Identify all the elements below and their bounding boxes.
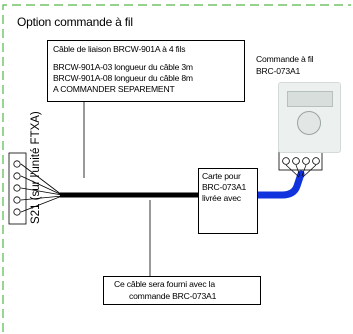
connector-pin — [13, 196, 21, 204]
note-line2: commande BRC-073A1 — [129, 291, 217, 301]
s21-connector-label: S21 (sur l'unité FTXA) — [30, 111, 42, 224]
controller-label: Commande à fil — [256, 54, 314, 64]
terminal-screw — [302, 157, 310, 165]
cable-supply-note: Ce câble sera fourni avec la commande BR… — [103, 276, 261, 305]
note-line1: Ce câble sera fourni avec la — [114, 279, 215, 289]
cable-heading: Câble de liaison BRCW-901A à 4 fils — [53, 44, 186, 54]
terminal-wires — [285, 164, 317, 178]
terminal-screw — [282, 157, 290, 165]
connector-pin — [13, 184, 21, 192]
card-label-line1: Carte pour — [202, 171, 241, 181]
card-label-line2: BRC-073A1 — [202, 182, 247, 192]
controller-screen — [287, 91, 333, 107]
terminal-screw — [312, 157, 320, 165]
fan-wires — [20, 163, 63, 213]
adapter-card-box: Carte pour BRC-073A1 livrée avec — [198, 168, 258, 234]
order-separately-note: A COMMANDER SEPAREMENT — [53, 84, 175, 94]
blue-cable — [252, 170, 305, 199]
controller-dial — [297, 111, 321, 135]
connector-pin — [13, 208, 21, 216]
cable-option-3m: BRCW-901A-03 longueur du câble 3m — [53, 62, 193, 72]
terminal-screw — [292, 157, 300, 165]
cable-option-8m: BRCW-901A-08 longueur du câble 8m — [53, 73, 193, 83]
dashed-border — [2, 4, 351, 332]
connector-pin — [13, 160, 21, 168]
card-label-line3: livrée avec — [202, 193, 241, 203]
diagram-title: Option commande à fil — [17, 15, 133, 29]
controller-model: BRC-073A1 — [256, 66, 301, 76]
connector-pin — [13, 172, 21, 180]
cable-info-box: Câble de liaison BRCW-901A à 4 fils BRCW… — [47, 40, 245, 102]
wired-remote-controller-image — [278, 82, 341, 153]
